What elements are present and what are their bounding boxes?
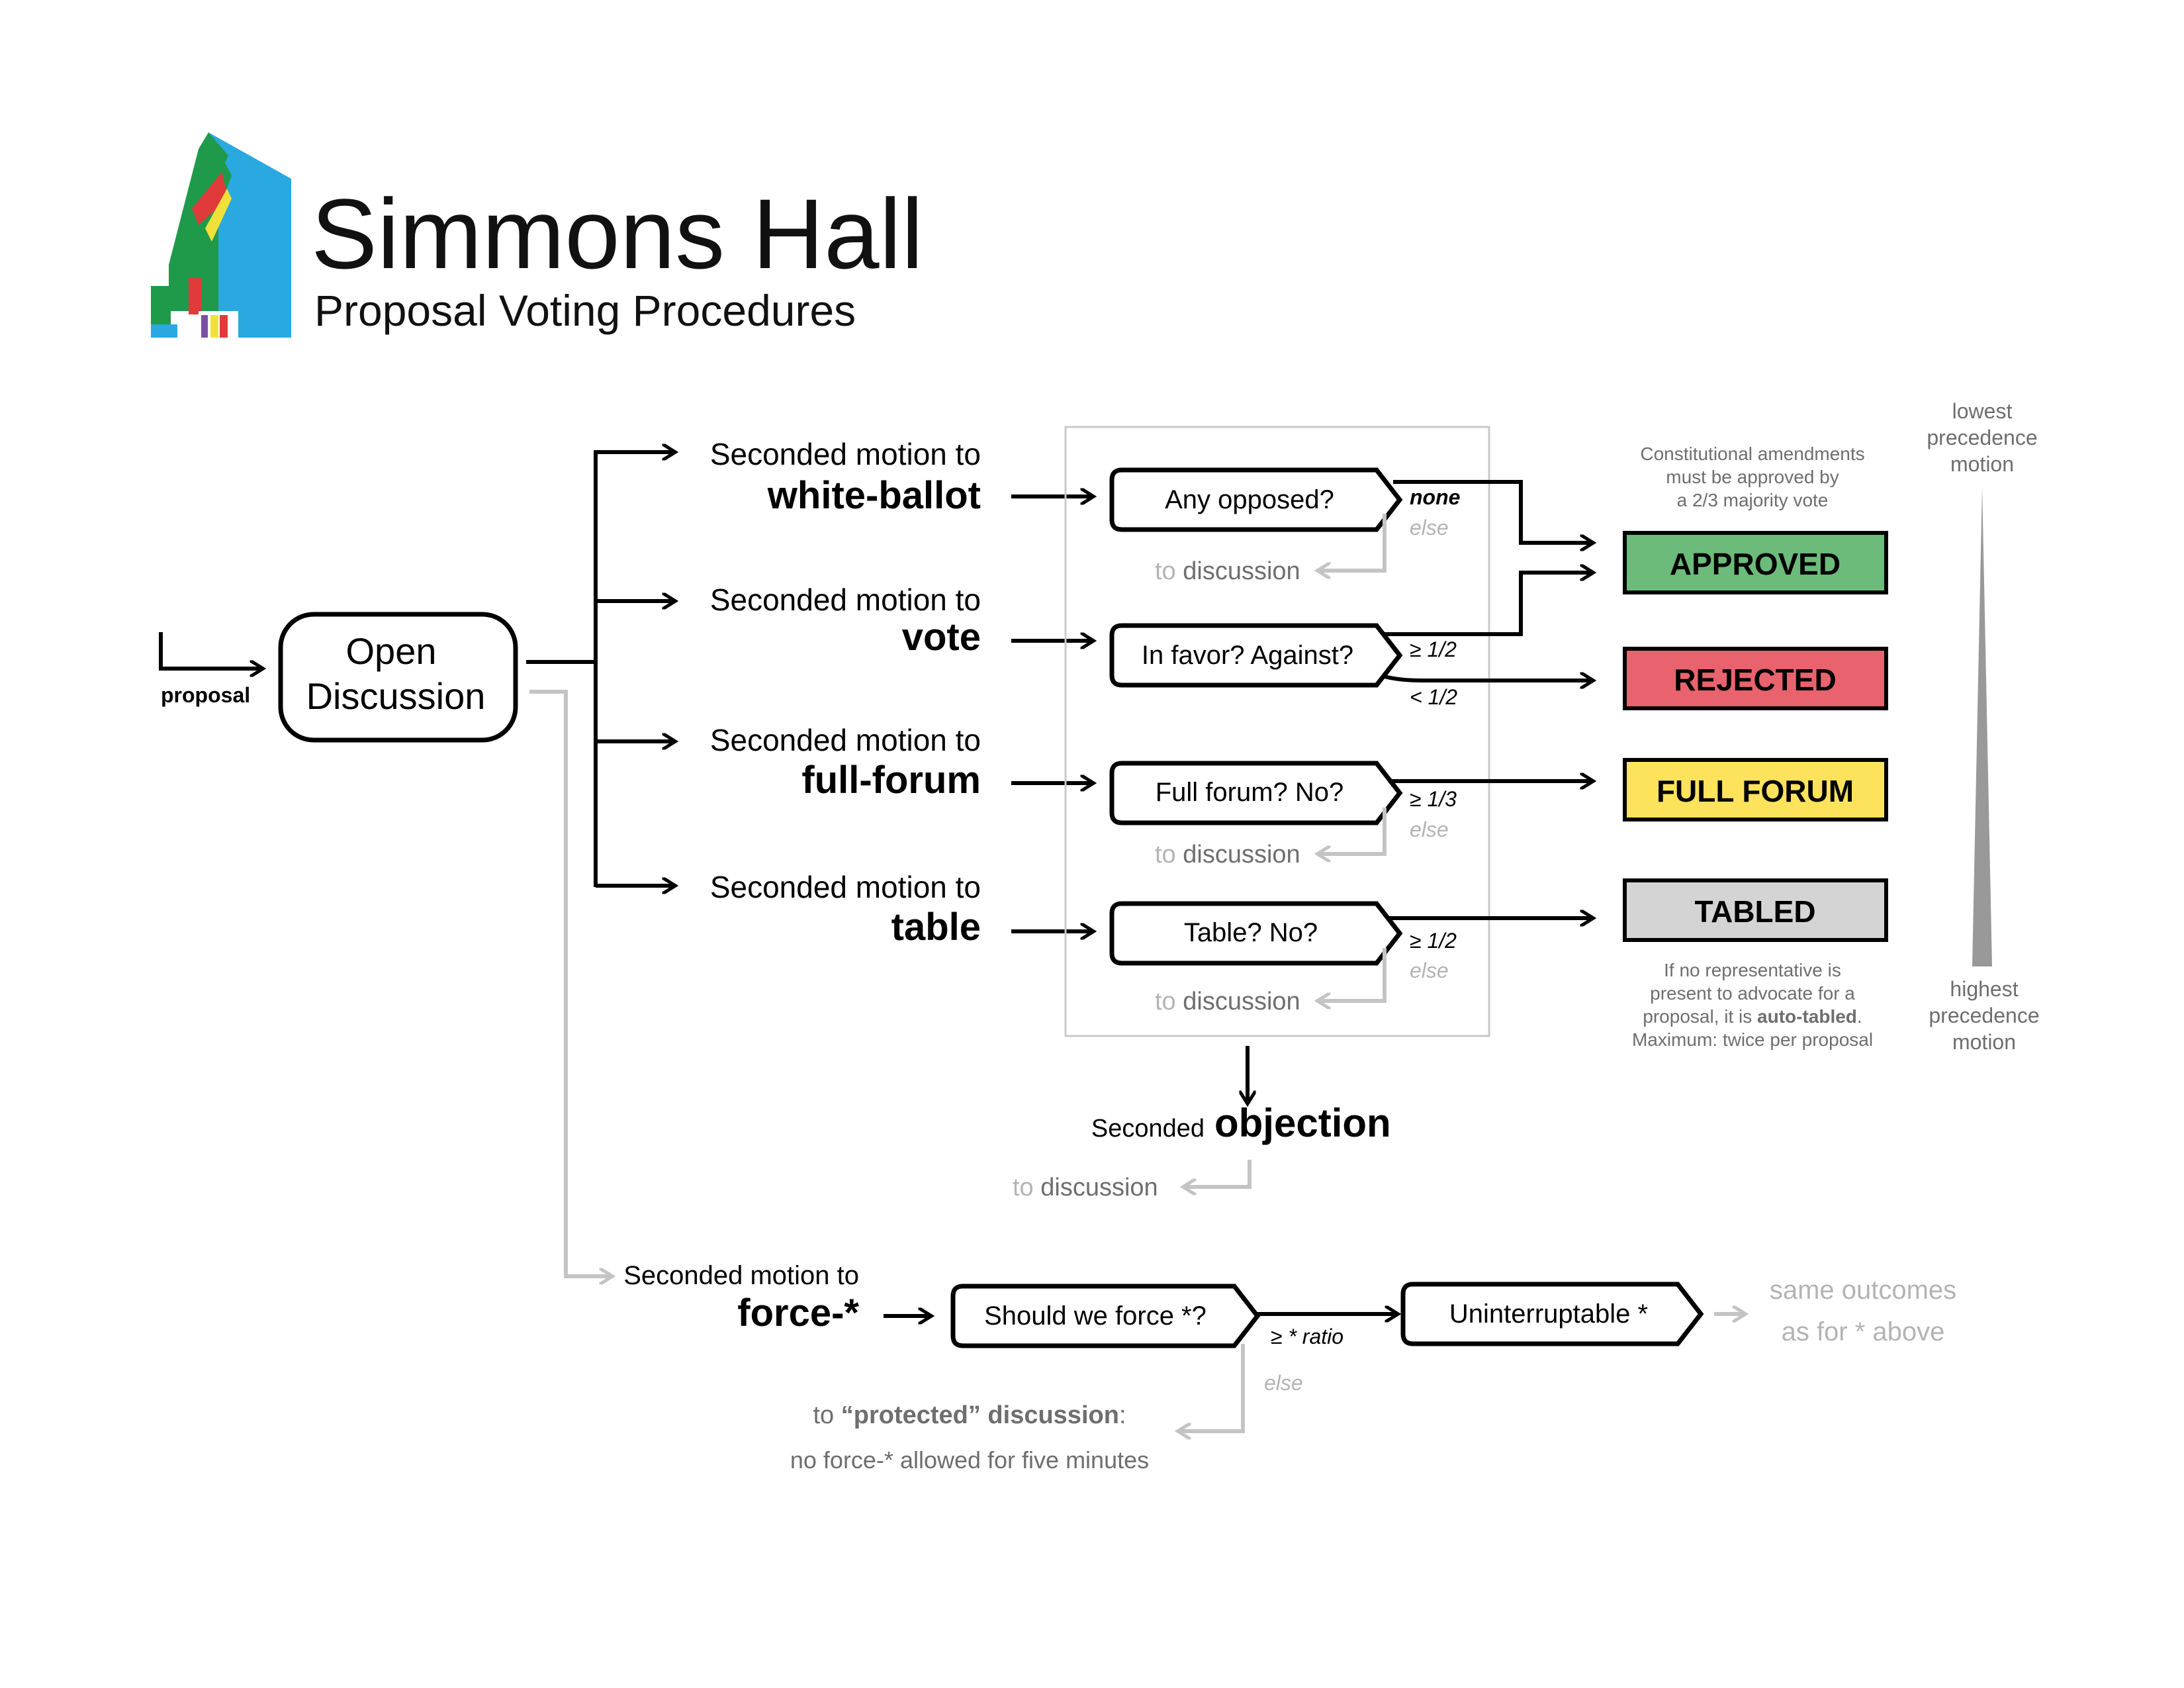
amendments-note-line2: must be approved by <box>1666 467 1839 487</box>
outcome-tabled-box <box>1623 878 1888 942</box>
uninterruptable-label: Uninterruptable * <box>1449 1299 1648 1329</box>
precedence-bottom-line3: motion <box>1952 1030 2016 1054</box>
threshold-else-full-forum: else <box>1410 818 1449 841</box>
motion-prefix-full-forum: Seconded motion to <box>710 723 981 757</box>
open-discussion-line1: Open <box>346 630 437 672</box>
motion-name-full-forum: full-forum <box>801 759 981 802</box>
tabled-note-line1: If no representative is <box>1664 960 1841 980</box>
return-white-ballot <box>1319 514 1387 571</box>
outcome-full-forum-box <box>1623 758 1888 821</box>
return-table <box>1319 948 1387 1001</box>
question-in-favor: In favor? Against? <box>1142 641 1353 670</box>
proposal-label: proposal <box>161 683 250 707</box>
force-name: force-* <box>737 1291 859 1335</box>
precedence-bottom-line1: highest <box>1950 977 2018 1001</box>
force-branch-line <box>529 690 611 1276</box>
tabled-note-line4: Maximum: twice per proposal <box>1632 1029 1873 1050</box>
motion-name-white-ballot: white-ballot <box>767 474 981 517</box>
tabled-note-line2: present to advocate for a <box>1650 983 1855 1004</box>
question-node-any-opposed <box>1109 467 1403 532</box>
amendments-note: Constitutional amendments must be approv… <box>1640 444 1864 510</box>
objection-prefix: Seconded <box>1091 1115 1205 1143</box>
simmons-hall-logo <box>151 132 291 338</box>
outcome-approved: APPROVED <box>1670 547 1841 581</box>
force-else: else <box>1264 1371 1303 1395</box>
force-question: Should we force *? <box>984 1301 1206 1331</box>
proposal-arrow <box>159 632 261 669</box>
uninterruptable-node <box>1400 1282 1704 1346</box>
threshold-else-white-ballot: else <box>1410 516 1449 539</box>
precedence-top-line3: motion <box>1950 452 2014 476</box>
page-title: Simmons Hall <box>311 178 923 289</box>
route-none-to-approved <box>1393 480 1592 543</box>
open-discussion-line2: Discussion <box>306 675 486 717</box>
question-any-opposed: Any opposed? <box>1165 485 1334 514</box>
return-objection <box>1185 1160 1251 1187</box>
threshold-less-half: < 1/2 <box>1410 685 1457 709</box>
same-outcomes-line1: same outcomes <box>1770 1276 1956 1305</box>
precedence-scale: lowest precedence motion highest precede… <box>1927 399 2039 1054</box>
force-fail-return <box>1179 1344 1245 1431</box>
precedence-bottom-line2: precedence <box>1929 1004 2039 1027</box>
outcome-tabled: TABLED <box>1694 894 1815 929</box>
open-discussion-node <box>278 612 518 743</box>
threshold-third: ≥ 1/3 <box>1410 787 1457 811</box>
precedence-top-line2: precedence <box>1927 426 2037 449</box>
question-node-table <box>1109 901 1403 966</box>
objection-name: objection <box>1214 1101 1391 1145</box>
motion-name-vote: vote <box>902 616 981 659</box>
threshold-half-table: ≥ 1/2 <box>1410 929 1457 953</box>
threshold-half: ≥ 1/2 <box>1410 637 1457 661</box>
protected-discussion-line1: to “protected” discussion: <box>813 1401 1126 1429</box>
force-ratio: ≥ * ratio <box>1271 1325 1343 1348</box>
return-full-forum <box>1319 808 1387 854</box>
tabled-note: If no representative is present to advoc… <box>1632 960 1873 1050</box>
threshold-else-table: else <box>1410 959 1449 982</box>
tabled-note-line3: proposal, it is auto-tabled. <box>1643 1006 1862 1027</box>
to-discussion-white-ballot: to discussion <box>1155 557 1300 585</box>
motion-name-table: table <box>891 906 981 949</box>
to-discussion-full-forum: to discussion <box>1155 841 1300 868</box>
question-table: Table? No? <box>1184 918 1318 947</box>
same-outcomes-line2: as for * above <box>1782 1317 1945 1346</box>
objection-scope-box <box>1064 426 1490 1037</box>
outcome-approved-box <box>1623 531 1888 594</box>
force-question-node <box>950 1284 1261 1348</box>
precedence-top-line1: lowest <box>1952 399 2013 423</box>
motion-prefix-vote: Seconded motion to <box>710 583 981 617</box>
to-discussion-table: to discussion <box>1155 988 1300 1015</box>
amendments-note-line1: Constitutional amendments <box>1640 444 1864 464</box>
question-node-in-favor <box>1109 623 1403 688</box>
outcome-rejected: REJECTED <box>1674 663 1836 697</box>
route-less-half-to-rejected <box>1384 677 1592 680</box>
motion-prefix-white-ballot: Seconded motion to <box>710 437 981 471</box>
motion-prefix-table: Seconded motion to <box>710 870 981 904</box>
outcome-rejected-box <box>1623 647 1888 710</box>
question-node-full-forum <box>1109 761 1403 825</box>
page-subtitle: Proposal Voting Procedures <box>314 286 856 335</box>
question-full-forum: Full forum? No? <box>1156 778 1344 807</box>
force-prefix: Seconded motion to <box>623 1261 859 1290</box>
precedence-wedge <box>1972 487 1992 966</box>
protected-discussion-line2: no force-* allowed for five minutes <box>790 1446 1149 1474</box>
outcome-full-forum: FULL FORUM <box>1657 774 1854 808</box>
threshold-none: none <box>1410 485 1460 509</box>
amendments-note-line3: a 2/3 majority vote <box>1677 490 1829 510</box>
route-half-to-approved <box>1385 573 1592 636</box>
to-discussion-objection: to discussion <box>1013 1174 1158 1201</box>
